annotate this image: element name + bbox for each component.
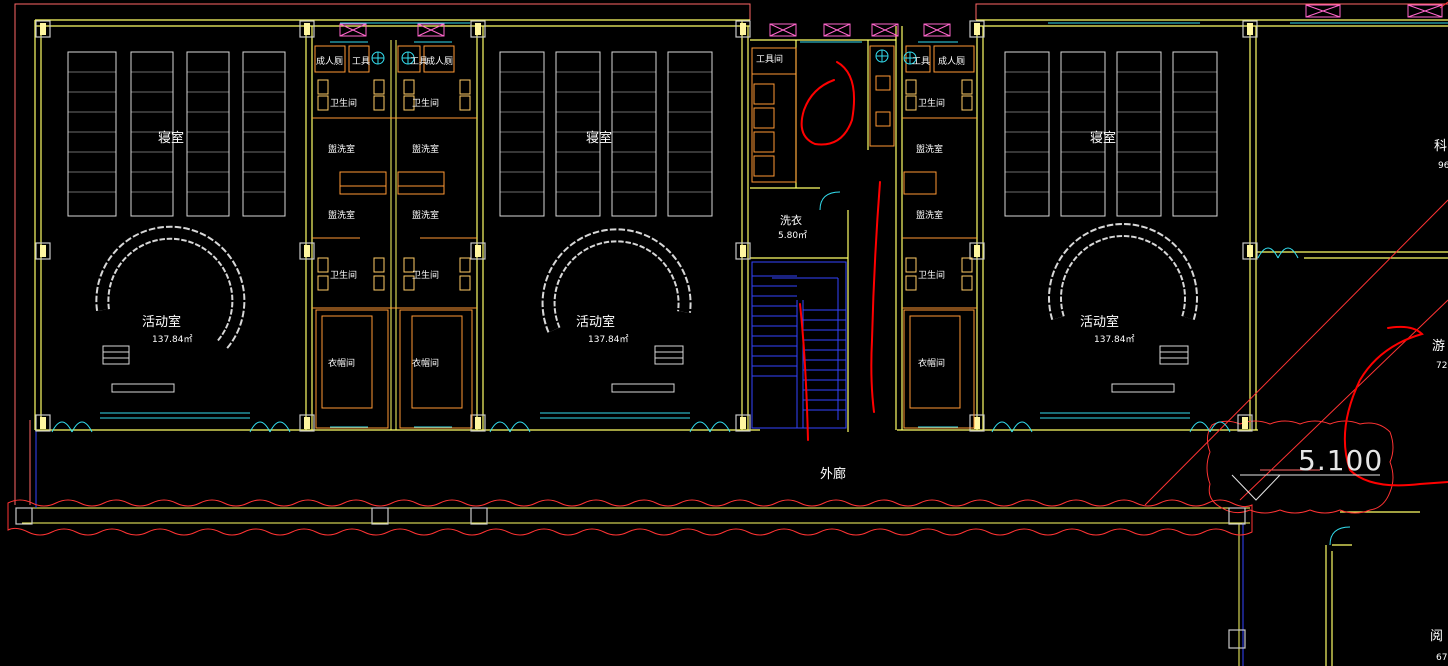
- adult-toilet-label-1b: 成人厕: [426, 55, 453, 67]
- toilet-fixtures-3: [905, 79, 973, 291]
- tool-label-1b: 工具: [410, 56, 428, 67]
- window-tag-icon: [339, 4, 1443, 37]
- wash-label-3b: 盥洗室: [916, 209, 943, 221]
- edge-room-num-3: 67: [1436, 653, 1447, 663]
- elevation-label: 5.100: [1298, 444, 1383, 477]
- toilet-label-3a: 卫生间: [918, 97, 945, 109]
- beds: [67, 51, 1218, 217]
- bathroom-block-1: [312, 40, 477, 430]
- staircase-icon: [751, 261, 847, 429]
- column-fills: [40, 23, 1253, 429]
- diagonal-lines: [1144, 1, 1448, 506]
- revision-cloud-corridor: [7, 499, 1253, 536]
- activity-area-label-3: 137.84㎡: [1094, 334, 1135, 345]
- fan-icon: [371, 49, 917, 65]
- cloak-label-3: 衣帽间: [918, 357, 945, 369]
- wash-label-1c: 盥洗室: [328, 209, 355, 221]
- sleep-room-label-1: 寝室: [158, 130, 184, 146]
- revision-cloud-elevation: [1206, 420, 1394, 514]
- toilet-label-1a: 卫生间: [330, 97, 357, 109]
- edge-room-label-3: 阅: [1430, 629, 1443, 644]
- cloak-label-1a: 衣帽间: [328, 357, 355, 369]
- wash-label-1b: 盥洗室: [412, 143, 439, 155]
- columns: [15, 20, 1258, 649]
- bathroom-block-3: [902, 45, 977, 429]
- activity-furniture: [102, 345, 1189, 393]
- activity-room-label-3: 活动室: [1080, 314, 1119, 330]
- bed-divisions: [68, 71, 1217, 193]
- adult-toilet-label-3: 成人厕: [938, 55, 965, 67]
- sleep-room-label-3: 寝室: [1090, 130, 1116, 146]
- tool-label-1a: 工具: [352, 56, 370, 67]
- wash-label-1a: 盥洗室: [328, 143, 355, 155]
- core-fixtures: [751, 45, 895, 183]
- activity-room-label-2: 活动室: [576, 314, 615, 330]
- wash-label-1d: 盥洗室: [412, 209, 439, 221]
- adult-toilet-label-1a: 成人厕: [316, 55, 343, 67]
- corridor-rails: [22, 430, 1320, 666]
- windows: [100, 22, 1448, 428]
- laundry-label: 洗衣: [780, 213, 802, 227]
- door-swings: [51, 191, 1351, 546]
- arc-inner: [97, 225, 1196, 349]
- toilet-label-1b: 卫生间: [412, 97, 439, 109]
- main-walls: [34, 19, 1448, 666]
- toilet-label-1d: 卫生间: [412, 269, 439, 281]
- markup-strokes: [799, 61, 1448, 487]
- tool-label-3: 工具: [912, 56, 930, 67]
- cloak-label-1b: 衣帽间: [412, 357, 439, 369]
- sleep-room-label-2: 寝室: [586, 130, 612, 146]
- activity-area-label-1: 137.84㎡: [152, 334, 193, 345]
- toilet-label-1c: 卫生间: [330, 269, 357, 281]
- edge-room-label-2: 游: [1432, 339, 1445, 354]
- room-labels: 寝室 寝室 寝室 活动室 137.84㎡ 活动室 137.84㎡ 活动室 137…: [142, 53, 1448, 663]
- toilet-fixtures-1: [317, 79, 471, 291]
- wash-label-3a: 盥洗室: [916, 143, 943, 155]
- activity-area-label-2: 137.84㎡: [588, 334, 629, 345]
- corridor-label: 外廊: [820, 466, 846, 482]
- edge-room-label-1: 科: [1434, 139, 1447, 154]
- laundry-area-label: 5.80㎡: [778, 230, 807, 241]
- toilet-label-3b: 卫生间: [918, 269, 945, 281]
- edge-room-num-2: 72: [1436, 361, 1447, 371]
- elevation-marker: [1231, 474, 1380, 501]
- activity-room-label-1: 活动室: [142, 314, 181, 330]
- tool-room-label: 工具间: [756, 53, 783, 65]
- building-outline: [14, 3, 1448, 505]
- edge-room-num-1: 96: [1438, 161, 1448, 171]
